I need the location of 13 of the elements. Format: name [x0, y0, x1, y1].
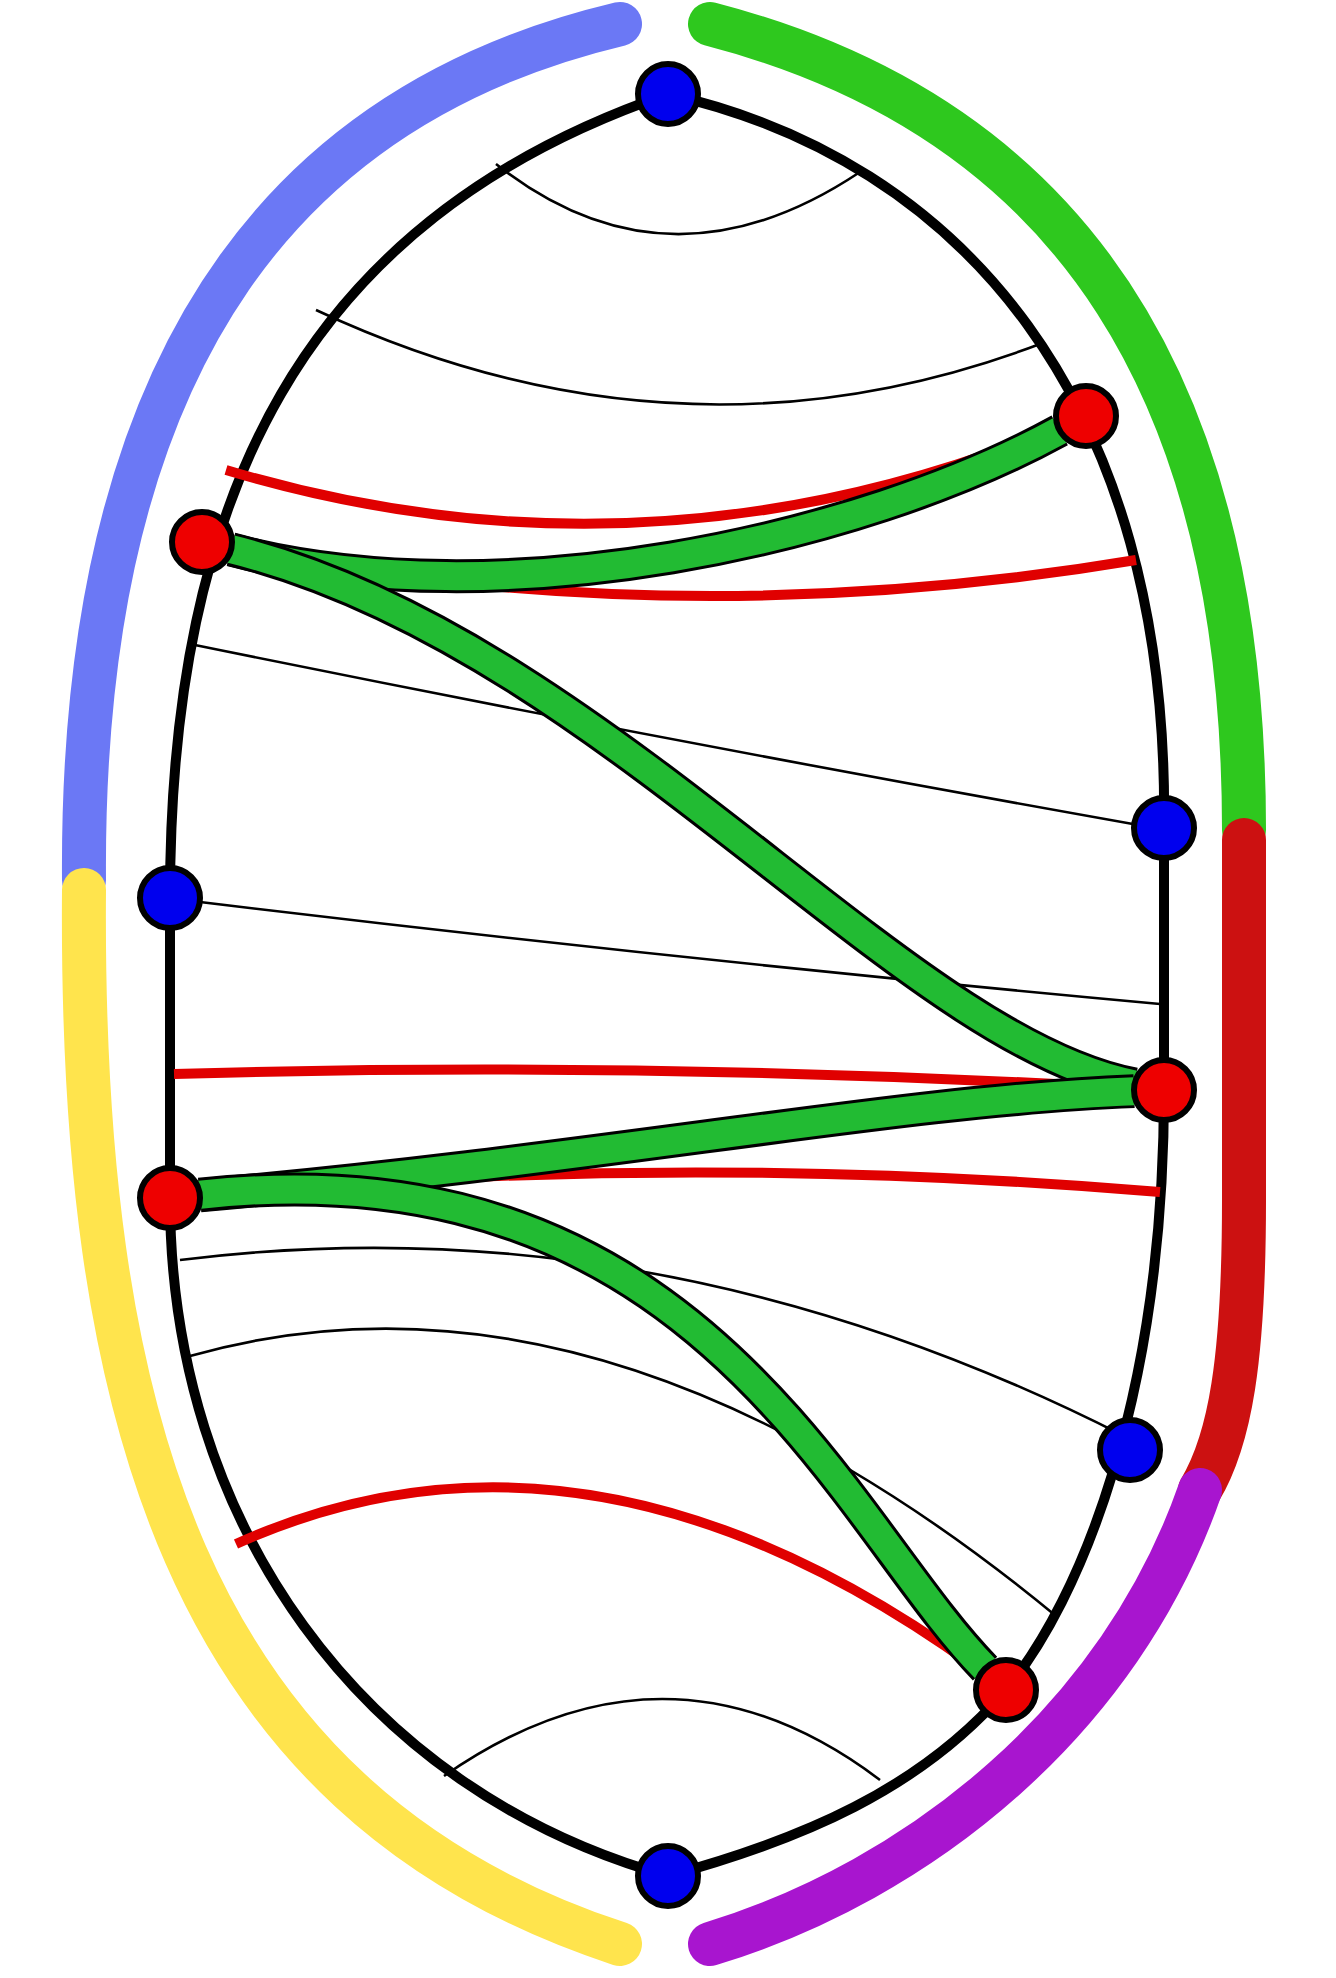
junction-dot	[973, 1657, 1039, 1723]
band-connector	[199, 1172, 998, 1680]
junction-dot	[137, 1165, 203, 1231]
junction-dot	[1097, 1417, 1163, 1483]
junction-dot	[169, 509, 235, 575]
junction-dot	[635, 61, 701, 127]
junction-dot	[137, 865, 203, 931]
junction-dot	[1131, 1057, 1197, 1123]
junction-dot	[1053, 383, 1119, 449]
junction-dot	[1131, 795, 1197, 861]
band-connector	[198, 1074, 1135, 1213]
junction-dot	[635, 1843, 701, 1909]
band-connector	[227, 415, 1068, 594]
